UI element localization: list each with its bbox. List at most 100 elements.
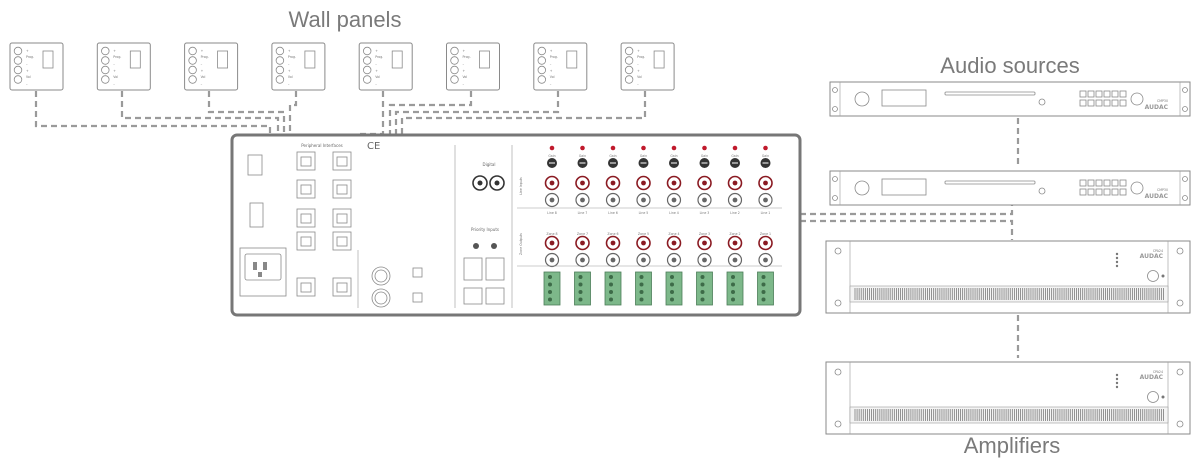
minus-mark: –	[288, 82, 290, 86]
panel-button-icon	[101, 46, 110, 56]
line-input-rca-red	[758, 175, 773, 191]
vol-label: Vol	[113, 75, 118, 79]
zone-terminal-block	[635, 271, 652, 306]
cd-model: CMP30	[1157, 99, 1168, 103]
rj45-port-1	[296, 151, 316, 171]
vol-label: Vol	[550, 75, 555, 79]
plus-mark: +	[113, 69, 116, 73]
prog-label: Prog.	[288, 55, 296, 59]
panel-button-icon	[188, 46, 197, 56]
wire-line-in	[770, 205, 1014, 216]
vol-label: Vol	[463, 75, 468, 79]
plus-mark: +	[26, 69, 29, 73]
transport-button	[1111, 99, 1119, 107]
minus-mark: –	[201, 82, 203, 86]
zone-output-rca-white	[697, 252, 712, 268]
amp-brand: AUDAC	[1140, 374, 1164, 381]
minus-mark: –	[550, 62, 552, 66]
cd-display	[881, 178, 927, 196]
panel-button-icon	[13, 56, 23, 65]
digital-label: Digital	[483, 162, 496, 167]
plus-mark: +	[375, 49, 378, 53]
mic-jack-2	[371, 288, 391, 308]
cd-brand: AUDAC	[1145, 104, 1169, 111]
zone-output-rca-red	[575, 235, 590, 251]
amp-led	[1115, 385, 1119, 389]
transport-button	[1103, 179, 1111, 187]
line-input-rca-white	[758, 192, 773, 208]
panel-button-icon	[13, 46, 23, 56]
disc-slot	[944, 91, 1036, 96]
optical-in	[412, 267, 423, 278]
plus-mark: +	[201, 49, 204, 53]
wall-panel-frame	[620, 42, 675, 91]
digital-out-jack	[489, 175, 505, 191]
cd-display	[881, 89, 927, 107]
wall-panel-frame	[96, 42, 151, 91]
transport-button	[1103, 188, 1111, 196]
wire-panel-6	[340, 91, 473, 195]
plus-mark: +	[550, 69, 553, 73]
minus-mark: –	[637, 62, 639, 66]
line-label: Line 8	[547, 211, 557, 215]
network-port	[247, 154, 263, 176]
wire-panel-2	[120, 91, 296, 188]
priority-terminal-3	[463, 287, 483, 305]
plus-mark: +	[201, 69, 204, 73]
rj45-port-2	[296, 179, 316, 199]
panel-button-icon	[624, 75, 634, 84]
panel-button-icon	[450, 65, 459, 75]
panel-button-icon	[363, 65, 372, 75]
rj45-port-4	[296, 231, 316, 251]
gain-label: Gain	[670, 154, 677, 158]
line-input-rca-white	[544, 192, 560, 208]
wall-panel-8: +Prog.–+Vol–	[620, 42, 675, 91]
panel-display	[42, 50, 54, 69]
minus-mark: –	[463, 82, 465, 86]
power-button-icon	[1147, 270, 1159, 282]
panel-button-icon	[537, 56, 546, 65]
cd-brand: AUDAC	[1145, 193, 1169, 200]
prog-label: Prog.	[26, 55, 34, 59]
zone-output-rca-white	[666, 252, 682, 268]
panel-button-icon	[275, 56, 285, 65]
panel-button-icon	[275, 65, 285, 75]
vol-label: Vol	[201, 75, 206, 79]
transport-button	[1119, 90, 1127, 98]
panel-button-icon	[450, 46, 459, 56]
transport-button	[1119, 179, 1127, 187]
transport-button	[1079, 99, 1087, 107]
line-label: Line 5	[639, 211, 649, 215]
transport-button	[1095, 179, 1103, 187]
minus-mark: –	[113, 82, 115, 86]
prog-label: Prog.	[637, 55, 645, 59]
zone-output-rca-white	[758, 252, 773, 268]
rj45-port-8	[332, 208, 352, 228]
line-label: Line 1	[761, 211, 771, 215]
plus-mark: +	[288, 49, 291, 53]
prog-label: Prog.	[201, 55, 209, 59]
line-input-rca-red	[636, 175, 651, 191]
panel-display	[479, 50, 490, 69]
panel-button-icon	[101, 75, 110, 84]
zone-output-rca-white	[605, 252, 621, 268]
panel-button-icon	[275, 46, 285, 56]
amp-led	[1115, 252, 1119, 256]
plus-mark: +	[113, 49, 116, 53]
audio-sources-heading: Audio sources	[940, 53, 1079, 78]
wall-panel-1: +Prog.–+Vol–	[9, 42, 64, 91]
zone-output-rca-white	[636, 252, 651, 268]
rj45-port-6	[332, 151, 352, 171]
panel-button-icon	[537, 46, 546, 56]
zone-output-rca-white	[575, 252, 590, 268]
gain-label: Gain	[579, 154, 586, 158]
line-input-rca-red	[727, 175, 743, 191]
panel-display	[217, 50, 229, 69]
minus-mark: –	[375, 82, 377, 86]
rj45-port-grid	[296, 151, 352, 297]
zone-label: Zone 4	[668, 232, 679, 236]
wall-panel-6: +Prog.–+Vol–	[446, 42, 500, 91]
minus-mark: –	[26, 82, 28, 86]
wall-panels-heading: Wall panels	[289, 7, 402, 32]
